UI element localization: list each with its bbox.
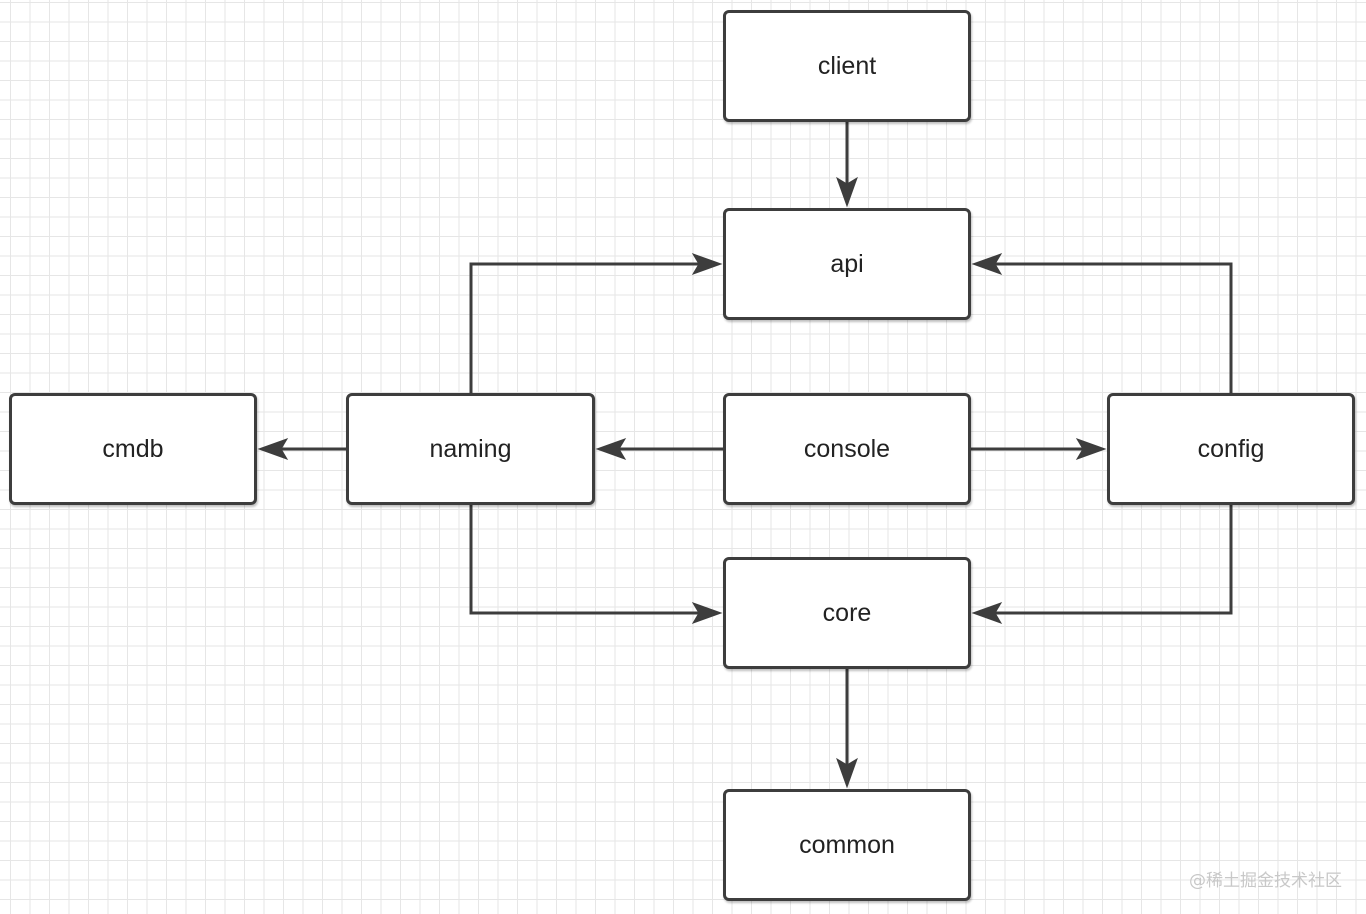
node-core[interactable]: core — [723, 557, 971, 669]
arrowhead-client-api — [836, 176, 858, 208]
node-api[interactable]: api — [723, 208, 971, 320]
node-config[interactable]: config — [1107, 393, 1355, 505]
arrowhead-naming-api — [691, 253, 723, 275]
node-common-label: common — [799, 830, 895, 859]
arrowhead-console-naming — [595, 438, 627, 460]
node-client-label: client — [817, 51, 877, 80]
node-console[interactable]: console — [723, 393, 971, 505]
arrowhead-config-core — [971, 602, 1003, 624]
arrowhead-naming-cmdb — [257, 438, 289, 460]
edge-naming-api — [469, 262, 703, 393]
arrowhead-core-common — [836, 757, 858, 789]
node-naming-label: naming — [429, 434, 512, 463]
node-common[interactable]: common — [723, 789, 971, 901]
edge-naming-core — [469, 505, 703, 615]
node-api-label: api — [830, 249, 864, 278]
arrowhead-config-api — [971, 253, 1003, 275]
watermark: @稀土掘金技术社区 — [1189, 871, 1342, 891]
arrowhead-console-config — [1075, 438, 1107, 460]
node-cmdb-label: cmdb — [102, 434, 164, 463]
node-cmdb[interactable]: cmdb — [9, 393, 257, 505]
arrowhead-naming-core — [691, 602, 723, 624]
node-config-label: config — [1197, 434, 1265, 463]
node-console-label: console — [803, 434, 891, 463]
edge-config-core — [991, 505, 1233, 615]
edge-config-api — [991, 262, 1233, 393]
node-core-label: core — [822, 598, 872, 627]
node-client[interactable]: client — [723, 10, 971, 122]
node-naming[interactable]: naming — [346, 393, 595, 505]
